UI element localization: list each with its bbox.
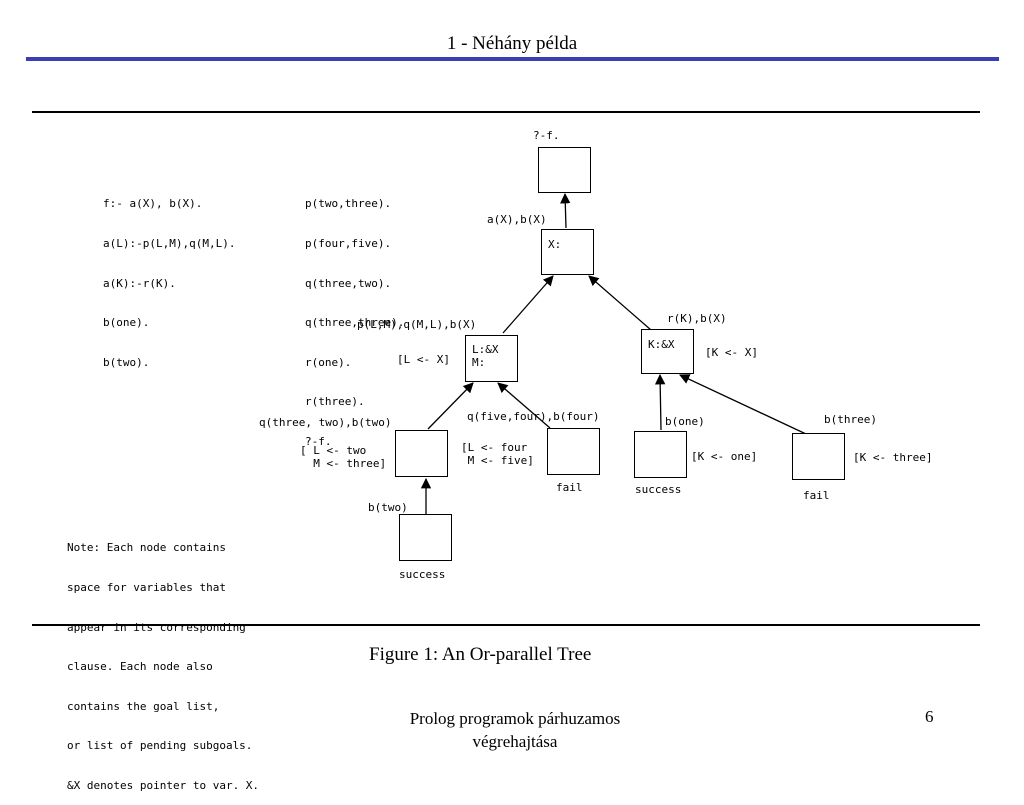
page-number: 6 xyxy=(925,707,934,726)
node-k-content: K:&X xyxy=(648,338,675,351)
edge-x-root xyxy=(560,192,571,229)
node-root-label: ?-f. xyxy=(533,129,560,142)
program-line: p(four,five). xyxy=(305,237,392,251)
footer-line: Prolog programok párhuzamos xyxy=(409,709,621,728)
program-right: p(two,three). p(four,five). q(three,two)… xyxy=(305,171,404,461)
program-line: b(one). xyxy=(103,316,150,330)
node-k-one xyxy=(634,431,687,478)
goal-three-two: q(three, two),b(two) xyxy=(259,416,392,429)
goal-lm: p(L,M),q(M,L),b(X) xyxy=(357,318,477,331)
program-line: b(two). xyxy=(103,355,150,369)
goal-b-three: b(three) xyxy=(824,413,877,426)
fail-label: fail xyxy=(556,481,583,494)
program-line: q(three,three). xyxy=(305,316,405,330)
fail-label: fail xyxy=(803,489,830,502)
note-line: appear in its corresponding xyxy=(67,620,246,634)
bind-four-five: [L <- four M <- five] xyxy=(461,441,534,467)
success-label: success xyxy=(635,483,682,496)
note-line: or list of pending subgoals. xyxy=(67,739,253,753)
note-line: contains the goal list, xyxy=(67,699,220,713)
success-label: success xyxy=(399,568,446,581)
slide-title: 1 - Néhány példa xyxy=(446,33,578,54)
figure-bottom-rule xyxy=(32,624,980,626)
edge-lm-x xyxy=(502,275,554,334)
bind-l-x: [L <- X] xyxy=(397,353,450,366)
bind-k-x: [K <- X] xyxy=(705,346,758,359)
program-line: p(two,three). xyxy=(305,197,392,211)
edge-two-three-lm xyxy=(427,382,474,430)
note-line: clause. Each node also xyxy=(67,660,213,674)
title-rule xyxy=(26,57,999,61)
program-line: a(K):-r(K). xyxy=(103,276,176,290)
node-lm-content: L:&X M: xyxy=(472,343,499,369)
program-line: a(L):-p(L,M),q(M,L). xyxy=(103,237,236,251)
node-x-content: X: xyxy=(548,238,562,251)
bind-k-one: [K <- one] xyxy=(691,450,758,463)
figure-top-rule xyxy=(32,111,980,113)
note-line: &X denotes pointer to var. X. xyxy=(67,779,260,793)
node-lm: L:&X M: xyxy=(465,335,518,382)
goal-five-four: q(five,four),b(four) xyxy=(467,410,600,423)
program-line: ?-f. xyxy=(305,435,332,449)
bind-two-three: [ L <- two M <- three] xyxy=(300,444,387,470)
tree-edges xyxy=(420,192,807,514)
node-btwo xyxy=(399,514,452,561)
node-x: X: xyxy=(541,229,594,275)
program-line: q(three,two). xyxy=(305,276,392,290)
goal-root: a(X),b(X) xyxy=(487,213,547,226)
goal-b-one: b(one) xyxy=(665,415,705,428)
node-five-four xyxy=(547,428,600,475)
edge-five-four-lm xyxy=(497,382,551,429)
footer-text: Prolog programok párhuzamos végrehajtása xyxy=(380,707,650,753)
node-k: K:&X xyxy=(641,329,694,374)
goal-k: r(K),b(X) xyxy=(667,312,727,325)
edge-k-three-k xyxy=(679,374,807,435)
edge-k-x xyxy=(588,275,652,331)
figure-caption: Figure 1: An Or-parallel Tree xyxy=(369,644,592,665)
program-left: f:- a(X), b(X). a(L):-p(L,M),q(M,L). a(K… xyxy=(103,171,235,382)
node-root xyxy=(538,147,591,193)
program-line: r(three). xyxy=(305,395,365,409)
note-line: Note: Each node contains xyxy=(67,541,226,555)
program-line: f:- a(X), b(X). xyxy=(103,197,203,211)
edge-k-one-k xyxy=(654,373,666,431)
node-two-three xyxy=(395,430,448,477)
footer-line: végrehajtása xyxy=(472,732,558,751)
node-k-three xyxy=(792,433,845,480)
bind-k-three: [K <- three] xyxy=(853,451,933,464)
note-line: space for variables that xyxy=(67,581,226,595)
program-line: r(one). xyxy=(305,355,352,369)
goal-b-two: b(two) xyxy=(368,501,408,514)
